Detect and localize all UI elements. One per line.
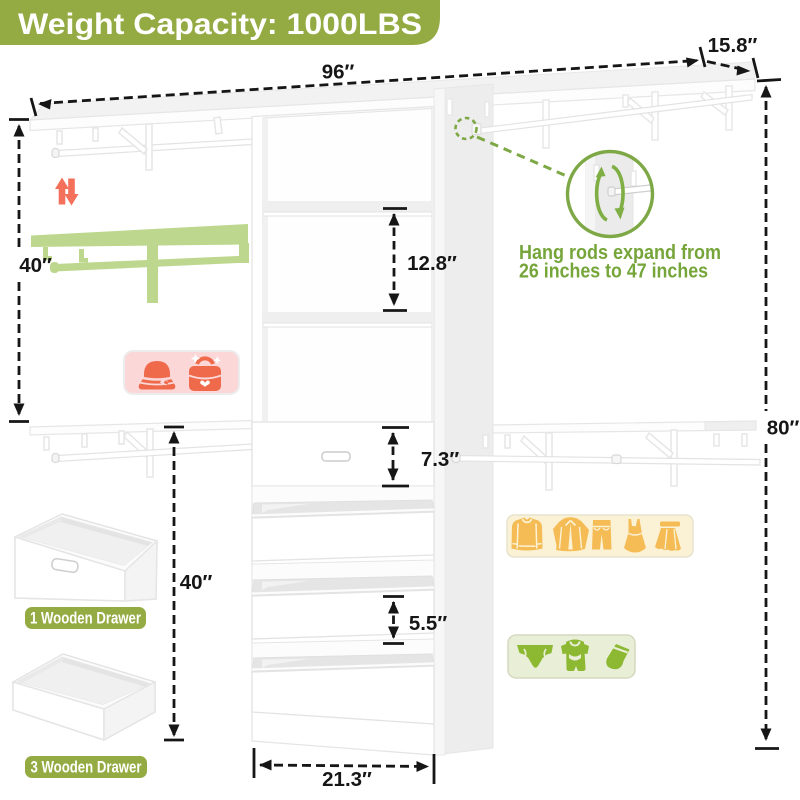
svg-text:40″: 40″ [19, 254, 52, 277]
svg-text:40″: 40″ [180, 571, 213, 594]
svg-text:Hang rods expand from: Hang rods expand from [519, 241, 721, 264]
svg-text:26 inches to 47 inches: 26 inches to 47 inches [519, 260, 708, 283]
svg-text:7.3″: 7.3″ [421, 448, 459, 471]
svg-text:1 Wooden Drawer: 1 Wooden Drawer [30, 610, 141, 628]
svg-text:5.5″: 5.5″ [409, 612, 447, 635]
svg-text:3 Wooden Drawer: 3 Wooden Drawer [31, 759, 142, 777]
svg-text:80″: 80″ [767, 417, 800, 440]
svg-text:15.8″: 15.8″ [708, 34, 758, 57]
svg-text:21.3″: 21.3″ [322, 768, 372, 791]
svg-text:96″: 96″ [322, 61, 355, 84]
svg-text:Weight Capacity: 1000LBS: Weight Capacity: 1000LBS [18, 8, 422, 41]
svg-text:12.8″: 12.8″ [407, 252, 457, 275]
